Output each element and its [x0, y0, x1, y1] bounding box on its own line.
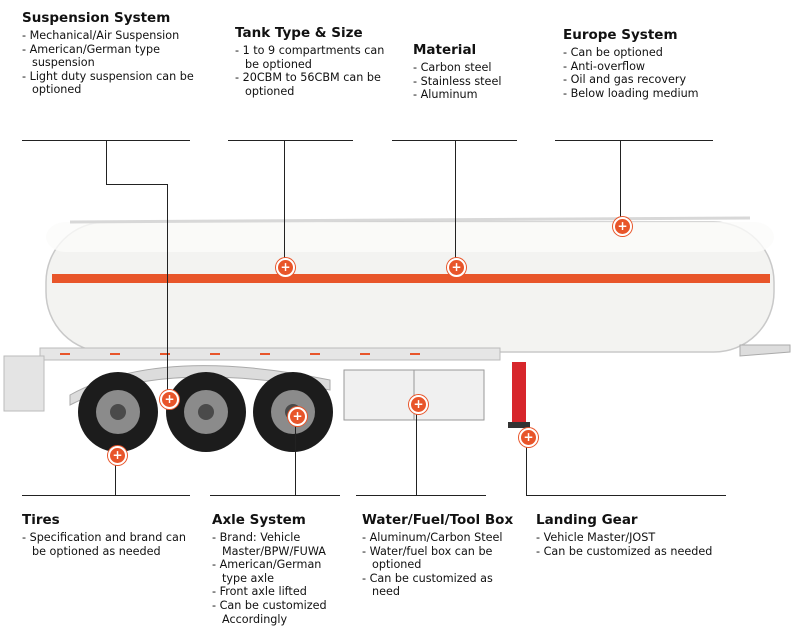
wheel-1	[78, 372, 158, 452]
axle-marker[interactable]: +	[288, 407, 307, 426]
suspension-item: Mechanical/Air Suspension	[22, 29, 222, 43]
leader-line	[167, 184, 168, 396]
tires-item: Specification and brand can be optioned …	[22, 531, 197, 558]
axle-item: American/German type axle	[212, 558, 347, 585]
axle-item: Front axle lifted	[212, 585, 347, 599]
landing-gear-item: Vehicle Master/JOST	[536, 531, 736, 545]
tank-type-item: 1 to 9 compartments can be optioned	[235, 44, 385, 71]
toolbox-marker[interactable]: +	[409, 395, 428, 414]
tires-block: Tires Specification and brand can be opt…	[22, 512, 197, 558]
europe-system-marker[interactable]: +	[613, 217, 632, 236]
material-item: Stainless steel	[413, 75, 543, 89]
leader-line	[620, 140, 621, 224]
suspension-marker[interactable]: +	[160, 390, 179, 409]
landing-gear-marker[interactable]: +	[519, 428, 538, 447]
material-item: Carbon steel	[413, 61, 543, 75]
suspension-system-title: Suspension System	[22, 10, 171, 26]
divider	[538, 495, 726, 496]
europe-item: Can be optioned	[563, 46, 743, 60]
divider	[22, 495, 190, 496]
leader-line	[526, 495, 538, 496]
axle-system-title: Axle System	[212, 512, 306, 528]
divider	[392, 140, 517, 141]
toolbox-block: Water/Fuel/Tool Box Aluminum/Carbon Stee…	[362, 512, 522, 599]
toolbox-title: Water/Fuel/Tool Box	[362, 512, 514, 528]
leader-line	[416, 402, 417, 495]
divider	[210, 495, 340, 496]
europe-item: Oil and gas recovery	[563, 73, 743, 87]
leader-line	[526, 435, 527, 495]
toolbox-item: Can be customized as need	[362, 572, 522, 599]
tires-marker[interactable]: +	[108, 446, 127, 465]
divider	[356, 495, 486, 496]
axle-item: Brand: Vehicle Master/BPW/FUWA	[212, 531, 347, 558]
europe-system-title: Europe System	[563, 27, 678, 43]
rear-bumper	[3, 355, 45, 412]
material-item: Aluminum	[413, 88, 543, 102]
tank-type-block: Tank Type & Size 1 to 9 compartments can…	[235, 25, 385, 98]
tank-type-item: 20CBM to 56CBM can be optioned	[235, 71, 385, 98]
landing-gear-title: Landing Gear	[536, 512, 638, 528]
tank-type-title: Tank Type & Size	[235, 25, 363, 41]
leader-line	[115, 452, 116, 495]
toolbox-item: Water/fuel box can be optioned	[362, 545, 522, 572]
europe-item: Below loading medium	[563, 87, 743, 101]
tank-stripe	[52, 274, 770, 283]
landing-gear	[512, 362, 526, 424]
landing-gear-block: Landing Gear Vehicle Master/JOST Can be …	[536, 512, 736, 558]
axle-system-block: Axle System Brand: Vehicle Master/BPW/FU…	[212, 512, 347, 626]
material-block: Material Carbon steel Stainless steel Al…	[413, 42, 543, 102]
leader-line	[295, 414, 296, 495]
suspension-item: American/German type suspension	[22, 43, 222, 70]
suspension-system-block: Suspension System Mechanical/Air Suspens…	[22, 10, 222, 97]
material-marker[interactable]: +	[447, 258, 466, 277]
suspension-item: Light duty suspension can be optioned	[22, 70, 222, 97]
landing-gear-item: Can be customized as needed	[536, 545, 736, 559]
europe-item: Anti-overflow	[563, 60, 743, 74]
leader-line	[106, 184, 167, 185]
axle-item: Can be customized Accordingly	[212, 599, 347, 626]
divider	[555, 140, 713, 141]
divider	[228, 140, 353, 141]
leader-line	[455, 140, 456, 264]
tank-type-marker[interactable]: +	[276, 258, 295, 277]
toolbox-item: Aluminum/Carbon Steel	[362, 531, 522, 545]
wheel-2	[166, 372, 246, 452]
leader-line	[284, 140, 285, 264]
tires-title: Tires	[22, 512, 60, 528]
leader-line	[106, 140, 107, 184]
europe-system-block: Europe System Can be optioned Anti-overf…	[563, 27, 743, 100]
material-title: Material	[413, 42, 477, 58]
